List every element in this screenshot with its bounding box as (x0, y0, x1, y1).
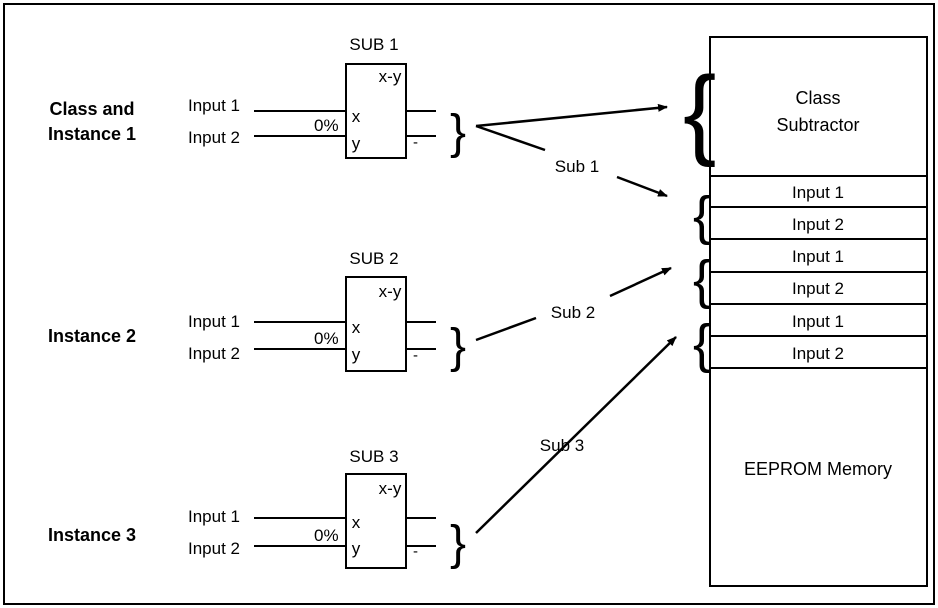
brace-instance-1: { (693, 186, 711, 246)
eeprom-memory: Class Subtractor Input 1 Input 2 Input 1… (709, 36, 928, 587)
output-brace: } (450, 320, 466, 373)
memory-row-label: Input 1 (792, 183, 844, 202)
percent-label: 0% (314, 329, 339, 348)
sub-block-y: y (352, 345, 361, 364)
sub-block-y: y (352, 539, 361, 558)
brace-instance-3: { (693, 314, 711, 374)
sub-block-title: SUB 1 (349, 35, 398, 54)
brace-instance-2: { (693, 250, 711, 310)
arrow-label-sub-3: Sub 3 (540, 436, 584, 455)
memory-row-label: Input 2 (792, 279, 844, 298)
minus-sign: - (413, 134, 418, 151)
sub-block-op: x-y (379, 479, 402, 498)
class-label-line-2: Subtractor (776, 115, 859, 135)
sub-block-box (345, 473, 407, 569)
sub-block-title: SUB 2 (349, 249, 398, 268)
arrow-label-sub-1: Sub 1 (555, 157, 599, 176)
arrow-sub1-instance-tail (616, 175, 668, 198)
label-instance-3: Instance 3 (48, 525, 136, 545)
diagram-frame (3, 3, 935, 605)
eeprom-label: EEPROM Memory (744, 459, 892, 479)
memory-row-label: Input 1 (792, 247, 844, 266)
sub-block-op: x-y (379, 282, 402, 301)
sub-block-x: x (352, 318, 361, 337)
input-2-label: Input 2 (188, 539, 240, 558)
memory-row-label: Input 2 (792, 215, 844, 234)
percent-label: 0% (314, 526, 339, 545)
label-instance-2: Instance 2 (48, 326, 136, 346)
output-brace: } (450, 517, 466, 570)
input-1-label: Input 1 (188, 507, 240, 526)
sub-block-y: y (352, 134, 361, 153)
sub-block-x: x (352, 107, 361, 126)
label-class-and: Class and (49, 99, 134, 119)
sub-block-1: SUB 1 x-y x y Input 1 Input 2 0% - } (188, 35, 466, 159)
input-2-label: Input 2 (188, 344, 240, 363)
memory-row-label: Input 1 (792, 312, 844, 331)
minus-sign: - (413, 347, 418, 364)
sub-block-3: SUB 3 x-y x y Input 1 Input 2 0% - } (188, 447, 466, 570)
arrow-sub1-instance (475, 124, 546, 152)
brace-class: { (683, 56, 716, 168)
arrow-sub2-tail (475, 316, 537, 342)
output-brace: } (450, 106, 466, 159)
arrow-sub2 (609, 266, 672, 298)
arrow-sub1-class (475, 103, 668, 128)
minus-sign: - (413, 543, 418, 560)
sub-block-box (345, 276, 407, 372)
percent-label: 0% (314, 116, 339, 135)
arrow-sub3 (475, 336, 677, 534)
label-instance-1: Instance 1 (48, 124, 136, 144)
sub-block-op: x-y (379, 67, 402, 86)
memory-row-label: Input 2 (792, 344, 844, 363)
sub-block-2: SUB 2 x-y x y Input 1 Input 2 0% - } (188, 249, 466, 373)
input-2-label: Input 2 (188, 128, 240, 147)
memory-outline (709, 36, 928, 587)
class-label-line-1: Class (795, 88, 840, 108)
input-1-label: Input 1 (188, 96, 240, 115)
input-1-label: Input 1 (188, 312, 240, 331)
arrow-label-sub-2: Sub 2 (551, 303, 595, 322)
sub-block-x: x (352, 513, 361, 532)
sub-block-title: SUB 3 (349, 447, 398, 466)
